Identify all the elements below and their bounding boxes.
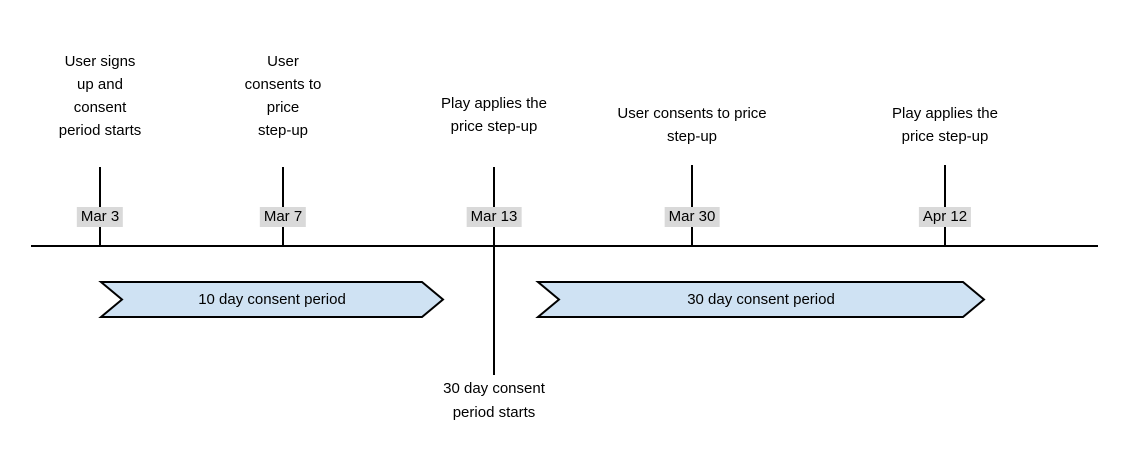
consent-period-banner-10day: 10 day consent period <box>98 281 445 318</box>
event-label-user-consents-1: User consents to price step-up <box>244 53 322 139</box>
event-date-mar-13: Mar 13 <box>466 207 522 227</box>
event-label-play-applies-1: Play applies the price step-up <box>441 95 547 135</box>
event-label-user-consents-2: User consents to price step-up <box>617 105 767 145</box>
event-label-user-signs-up: User signs up and consent period starts <box>58 53 142 139</box>
event-label-play-applies-2: Play applies the price step-up <box>892 105 998 145</box>
consent-period-label-30day: 30 day consent period <box>687 291 835 308</box>
chevron-arrow-shape <box>98 281 445 318</box>
chevron-arrow-shape <box>535 281 986 318</box>
consent-period-label-10day: 10 day consent period <box>198 291 346 308</box>
event-date-apr-12: Apr 12 <box>918 207 972 227</box>
event-tick-apr-12 <box>944 165 946 246</box>
event-tick-mar-3 <box>99 167 101 246</box>
event-tick-mar-30 <box>691 165 693 246</box>
event-date-mar-3: Mar 3 <box>76 207 124 227</box>
callout-label: 30 day consent period starts <box>443 380 545 421</box>
event-date-mar-7: Mar 7 <box>259 207 307 227</box>
event-tick-mar-7 <box>282 167 284 246</box>
timeline-axis-line <box>31 245 1098 247</box>
callout-connector-line <box>493 167 495 375</box>
event-date-mar-30: Mar 30 <box>664 207 720 227</box>
consent-period-banner-30day: 30 day consent period <box>535 281 986 318</box>
